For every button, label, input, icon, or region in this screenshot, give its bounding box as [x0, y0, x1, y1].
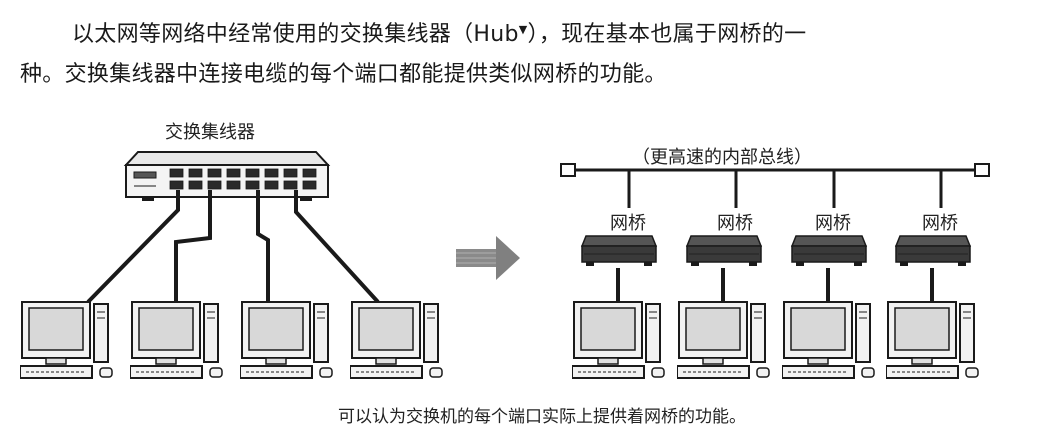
hub-port	[245, 180, 260, 190]
hub-cable-4	[294, 190, 380, 304]
hub-port	[302, 180, 317, 190]
intro-paragraph: 以太网等网络中经常使用的交换集线器（Hub▼），现在基本也属于网桥的一 种。交换…	[20, 10, 1030, 95]
hub-port	[283, 168, 298, 178]
paragraph-line-2: 种。交换集线器中连接电缆的每个端口都能提供类似网桥的功能。	[20, 62, 667, 87]
bridge-label-2: 网桥	[717, 213, 753, 234]
hub-port	[245, 168, 260, 178]
bridge-label-1: 网桥	[610, 213, 646, 234]
bridge-device-3	[791, 235, 867, 267]
hub-port	[188, 168, 203, 178]
diagram-caption: 可以认为交换机的每个端口实际上提供着网桥的功能。	[338, 407, 746, 427]
computer-left-3	[240, 301, 333, 379]
computer-right-1	[572, 301, 665, 379]
hub-port	[264, 168, 279, 178]
bridge-device-4	[895, 235, 971, 267]
computer-right-4	[886, 301, 979, 379]
bridge-cables	[616, 268, 934, 303]
right-arrow-icon	[456, 236, 520, 280]
bus-drops	[627, 170, 943, 208]
hub-port	[226, 180, 241, 190]
hub-port	[264, 180, 279, 190]
bus-label: （更高速的内部总线）	[632, 147, 812, 168]
computer-left-1	[20, 301, 113, 379]
hub-port	[188, 180, 203, 190]
hub-label: 交换集线器	[165, 122, 255, 143]
internal-bus	[560, 163, 990, 177]
computer-left-2	[130, 301, 223, 379]
hub-cables	[86, 190, 380, 304]
hub-port	[169, 180, 184, 190]
hub-cable-2	[174, 190, 212, 302]
bridge-label-3: 网桥	[815, 213, 851, 234]
hub-port	[169, 168, 184, 178]
bridge-device-2	[686, 235, 762, 267]
paragraph-line-1: 以太网等网络中经常使用的交换集线器（Hub▼），现在基本也属于网桥的一	[72, 22, 807, 47]
hub-port	[226, 168, 241, 178]
computer-left-4	[350, 301, 443, 379]
hub-port	[283, 180, 298, 190]
hub-port	[207, 180, 222, 190]
hub-port	[207, 168, 222, 178]
hub-port	[302, 168, 317, 178]
bridge-label-4: 网桥	[922, 213, 958, 234]
hub-port-grid	[169, 168, 317, 190]
computer-right-3	[782, 301, 875, 379]
bridge-device-1	[581, 235, 657, 267]
hub-cable-3	[256, 190, 270, 302]
footnote-marker: ▼	[518, 23, 528, 36]
computer-right-2	[677, 301, 770, 379]
hub-cable-1	[86, 190, 180, 304]
